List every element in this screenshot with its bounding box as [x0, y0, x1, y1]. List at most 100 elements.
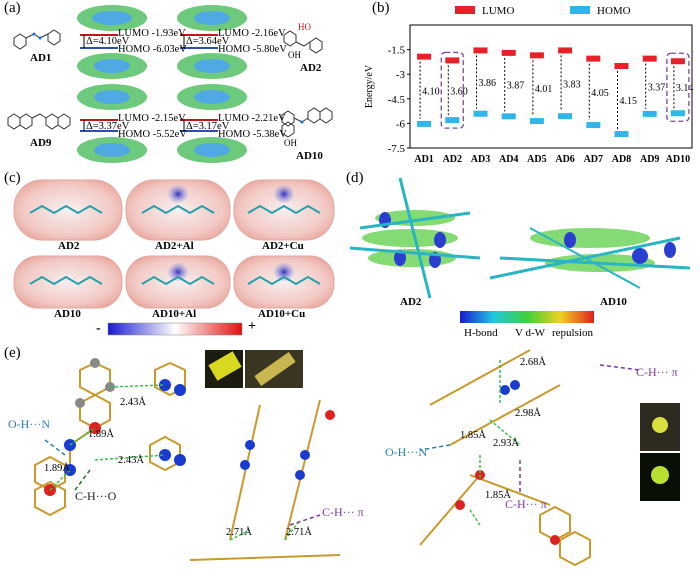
homo-mark-ad7 [586, 122, 601, 129]
hydroxyl-label-ad2: HO [298, 22, 311, 32]
igm-label-ad10: AD10 [600, 296, 627, 308]
crystal-packing [34, 349, 680, 567]
gap-value-ad2: 3.60 [450, 86, 468, 97]
x-tick-label-ad3: AD3 [471, 154, 490, 165]
delta-ad2: Δ=3.64eV [186, 36, 230, 47]
energy-levels [80, 34, 218, 132]
gap-value-ad1: 4.10 [422, 86, 440, 97]
esp-label-ad2-cu: AD2+Cu [262, 240, 304, 252]
panel-e: (e) [0, 345, 700, 580]
gap-value-ad7: 4.05 [591, 88, 609, 99]
legend-repulsion: repulsion [552, 327, 593, 339]
x-tick-label-ad8: AD8 [612, 154, 631, 165]
delta-ad9: Δ=3.37eV [86, 121, 130, 132]
panel-d-label: (d) [346, 170, 364, 186]
lumo-ad9: LUMO -2.15eV [118, 113, 186, 124]
legend-swatch-lumo [455, 6, 475, 14]
interaction-chpi-mid: C-H··· π [322, 505, 364, 519]
esp-label-ad2-al: AD2+Al [155, 240, 194, 252]
distance-271-a: 2.71Å [226, 527, 252, 538]
interaction-ohn-right: O-H···N [385, 445, 427, 459]
orbital-lobes [77, 5, 247, 163]
gap-value-ad4: 3.87 [507, 81, 525, 92]
gap-value-ad10: 3.14 [676, 83, 694, 94]
legend-swatch-homo [570, 6, 590, 14]
esp-label-ad2: AD2 [58, 240, 80, 252]
mol-name-ad10: AD10 [296, 150, 323, 162]
hydroxyl-label-ad2-b: OH [288, 50, 301, 60]
lumo-mark-ad1 [417, 53, 432, 60]
igm-label-ad2: AD2 [400, 296, 422, 308]
distance-271-b: 2.71Å [286, 527, 312, 538]
orbital-diagram [7, 5, 333, 163]
highlight-box-ad2 [440, 51, 464, 129]
distance-243-a: 2.43Å [120, 397, 146, 408]
y-tick-label: -1.5 [388, 45, 406, 57]
esp-label-ad10-cu: AD10+Cu [258, 308, 306, 320]
gap-value-ad5: 4.01 [535, 84, 553, 95]
panel-e-label: (e) [4, 345, 21, 361]
igm-surfaces-ad2 [349, 177, 481, 299]
panel-c: (c) [0, 168, 340, 343]
x-tick-label-ad7: AD7 [584, 154, 603, 165]
homo-mark-ad2 [445, 117, 460, 124]
distance-293: 2.93Å [493, 438, 519, 449]
homo-ad9: HOMO -5.52eV [118, 129, 187, 140]
esp-scale-min: - [96, 321, 101, 336]
homo-mark-ad10 [670, 110, 685, 117]
lumo-mark-ad2 [445, 57, 460, 64]
panel-b-label: (b) [372, 0, 390, 16]
esp-label-ad10: AD10 [54, 308, 81, 320]
hydroxyl-label-ad10: OH [284, 138, 297, 148]
homo-mark-ad4 [501, 113, 516, 120]
gap-value-ad8: 4.15 [620, 96, 638, 107]
molecule-sketches [7, 29, 333, 138]
y-tick-label: -4.5 [388, 94, 406, 106]
panel-d: (d) [340, 168, 700, 348]
igm-isosurfaces [349, 177, 691, 323]
igm-surfaces-ad10 [489, 227, 691, 289]
homo-mark-ad9 [642, 110, 657, 117]
delta-ad10: Δ=3.17eV [186, 121, 230, 132]
distance-298: 2.98Å [515, 408, 541, 419]
homo-mark-ad8 [614, 131, 629, 138]
x-tick-label-ad9: AD9 [640, 154, 659, 165]
highlight-box-ad10 [666, 52, 690, 122]
y-tick-label: -6 [396, 118, 406, 130]
gap-value-ad3: 3.86 [479, 78, 497, 89]
lumo-mark-ad4 [501, 49, 516, 56]
panel-a: (a) [0, 0, 340, 170]
azo-nitrogens [32, 32, 304, 124]
interaction-arrows [44, 364, 641, 526]
lumo-mark-ad9 [642, 55, 657, 62]
plot-frame [409, 24, 693, 149]
y-axis-label: Energy/eV [364, 64, 375, 108]
distance-185-b: 1.85Å [485, 490, 511, 501]
homo-mark-ad1 [417, 120, 432, 127]
distance-189-b: 1.89Å [44, 463, 70, 474]
homo-ad10: HOMO -5.38eV [218, 129, 287, 140]
x-tick-label-ad4: AD4 [499, 154, 518, 165]
esp-scale-max: + [248, 319, 256, 334]
legend-vdw: V d-W [515, 327, 546, 339]
lumo-mark-ad8 [614, 63, 629, 69]
interaction-chpi-right: C-H··· π [505, 497, 547, 511]
homo-mark-ad3 [473, 110, 488, 117]
legend-label-homo: HOMO [597, 5, 631, 17]
esp-label-ad10-al: AD10+Al [152, 308, 197, 320]
lumo-mark-ad7 [586, 55, 601, 62]
homo-mark-ad6 [558, 113, 573, 120]
lumo-mark-ad5 [529, 52, 544, 59]
distance-185-a: 1.85Å [460, 430, 486, 441]
x-tick-label-ad10: AD10 [666, 154, 690, 165]
distance-268: 2.68Å [520, 357, 546, 368]
delta-ad1: Δ=4.10eV [86, 36, 130, 47]
interaction-cho: C-H···O [75, 489, 117, 503]
homo-ad1: HOMO -6.03eV [118, 44, 187, 55]
x-tick-label-ad2: AD2 [443, 154, 462, 165]
interaction-ohn-left: O-H···N [8, 417, 50, 431]
molecule-bonds [34, 349, 591, 567]
lumo-ad2: LUMO -2.16eV [218, 28, 286, 39]
